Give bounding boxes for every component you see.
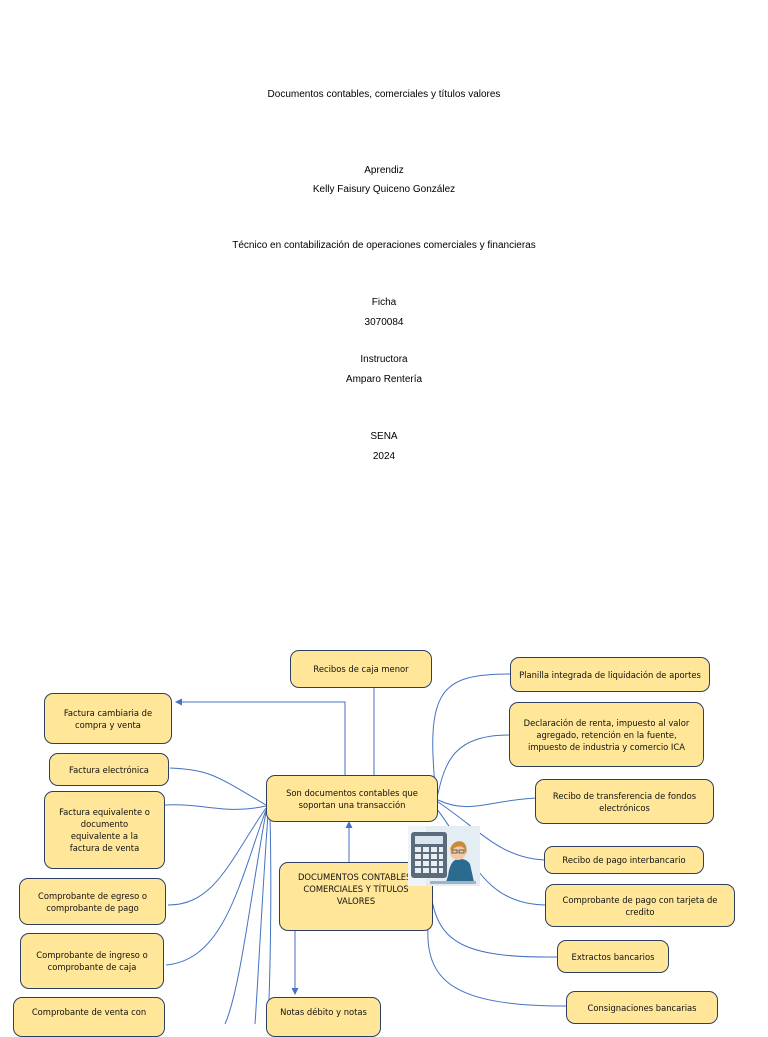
connector-extra-1 — [254, 813, 269, 1024]
right-box-declaracion: Declaración de renta, impuesto al valor … — [509, 702, 704, 767]
right-box-consignaciones: Consignaciones bancarias — [566, 991, 718, 1024]
program-name: Técnico en contabilización de operacione… — [232, 240, 536, 251]
connector-extra-2 — [267, 814, 272, 1024]
hub-box: Son documentos contables que soportan un… — [266, 775, 438, 822]
connector-interbancario — [437, 801, 546, 861]
instructor-name: Amparo Rentería — [345, 374, 423, 385]
bottom-box-notas: Notas débito y notas — [266, 997, 381, 1037]
top-box: Recibos de caja menor — [290, 650, 432, 688]
connector-egreso — [167, 807, 267, 906]
left-box-factura-equivalente: Factura equivalente o documento equivale… — [44, 791, 165, 869]
connector-declaracion — [436, 734, 511, 799]
connector-factura-equivalente — [164, 804, 267, 810]
left-box-comprobante-egreso: Comprobante de egreso o comprobante de p… — [19, 878, 166, 925]
ficha-number: 3070084 — [364, 317, 404, 328]
connector-ingreso — [165, 809, 267, 966]
left-box-comprobante-ingreso: Comprobante de ingreso o comprobante de … — [20, 933, 164, 989]
connector-factura-electronica — [169, 767, 267, 806]
student-name: Kelly Faisury Quiceno González — [312, 184, 456, 195]
instructor-label: Instructora — [360, 354, 408, 365]
right-box-planilla: Planilla integrada de liquidación de apo… — [510, 657, 710, 692]
connector-transferencia — [437, 797, 538, 808]
left-box-comprobante-venta: Comprobante de venta con — [13, 997, 165, 1037]
connector-venta — [224, 811, 267, 1024]
document-title: Documentos contables, comerciales y títu… — [267, 89, 501, 100]
connector-planilla — [432, 673, 511, 796]
right-box-extractos: Extractos bancarios — [557, 940, 669, 973]
institution-name: SENA — [370, 431, 398, 442]
accountant-with-calculator-icon — [408, 826, 480, 886]
right-box-interbancario: Recibo de pago interbancario — [544, 846, 704, 874]
connector-extractos — [431, 899, 559, 958]
year: 2024 — [372, 451, 396, 462]
role-label: Aprendiz — [364, 165, 404, 176]
left-box-factura-cambiaria: Factura cambiaria de compra y venta — [44, 693, 172, 744]
connector-factura-cambiaria — [175, 698, 346, 775]
ficha-label: Ficha — [371, 297, 397, 308]
central-topic-box: DOCUMENTOS CONTABLES, COMERCIALES Y TÍTU… — [279, 862, 433, 931]
left-box-factura-electronica: Factura electrónica — [49, 753, 169, 786]
right-box-transferencia: Recibo de transferencia de fondos electr… — [535, 779, 714, 824]
right-box-tarjeta-credito: Comprobante de pago con tarjeta de credi… — [545, 884, 735, 927]
